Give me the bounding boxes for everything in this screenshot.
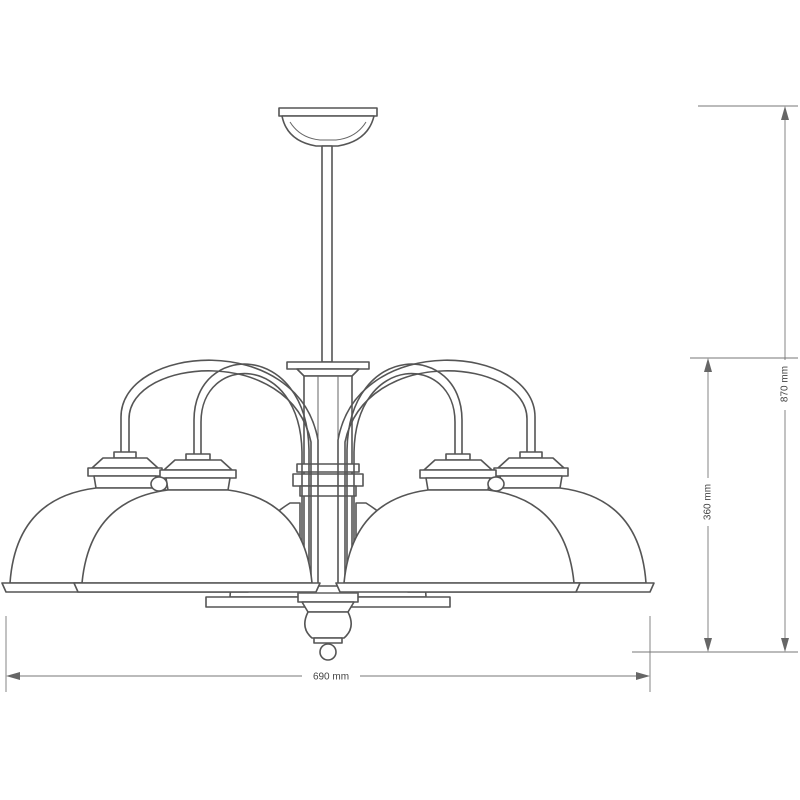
inner-shade-right <box>335 453 581 593</box>
inner-arm-right <box>346 363 463 566</box>
width-label: 690 mm <box>313 672 349 683</box>
body-height-label: 360 mm <box>703 484 714 520</box>
suspension-rod <box>321 145 333 363</box>
central-column <box>286 361 370 587</box>
dimension-body-height: 360 mm <box>690 357 798 652</box>
inner-shade-left <box>73 453 321 593</box>
dimension-total-height: 870 mm <box>632 105 798 653</box>
bottom-finial <box>297 592 359 661</box>
outer-arm-right <box>337 359 536 586</box>
inner-arm-left <box>193 363 310 566</box>
ceiling-canopy <box>278 107 378 147</box>
total-height-label: 870 mm <box>780 366 791 402</box>
dimension-width: 690 mm <box>5 616 651 692</box>
outer-arm-left <box>120 359 319 586</box>
